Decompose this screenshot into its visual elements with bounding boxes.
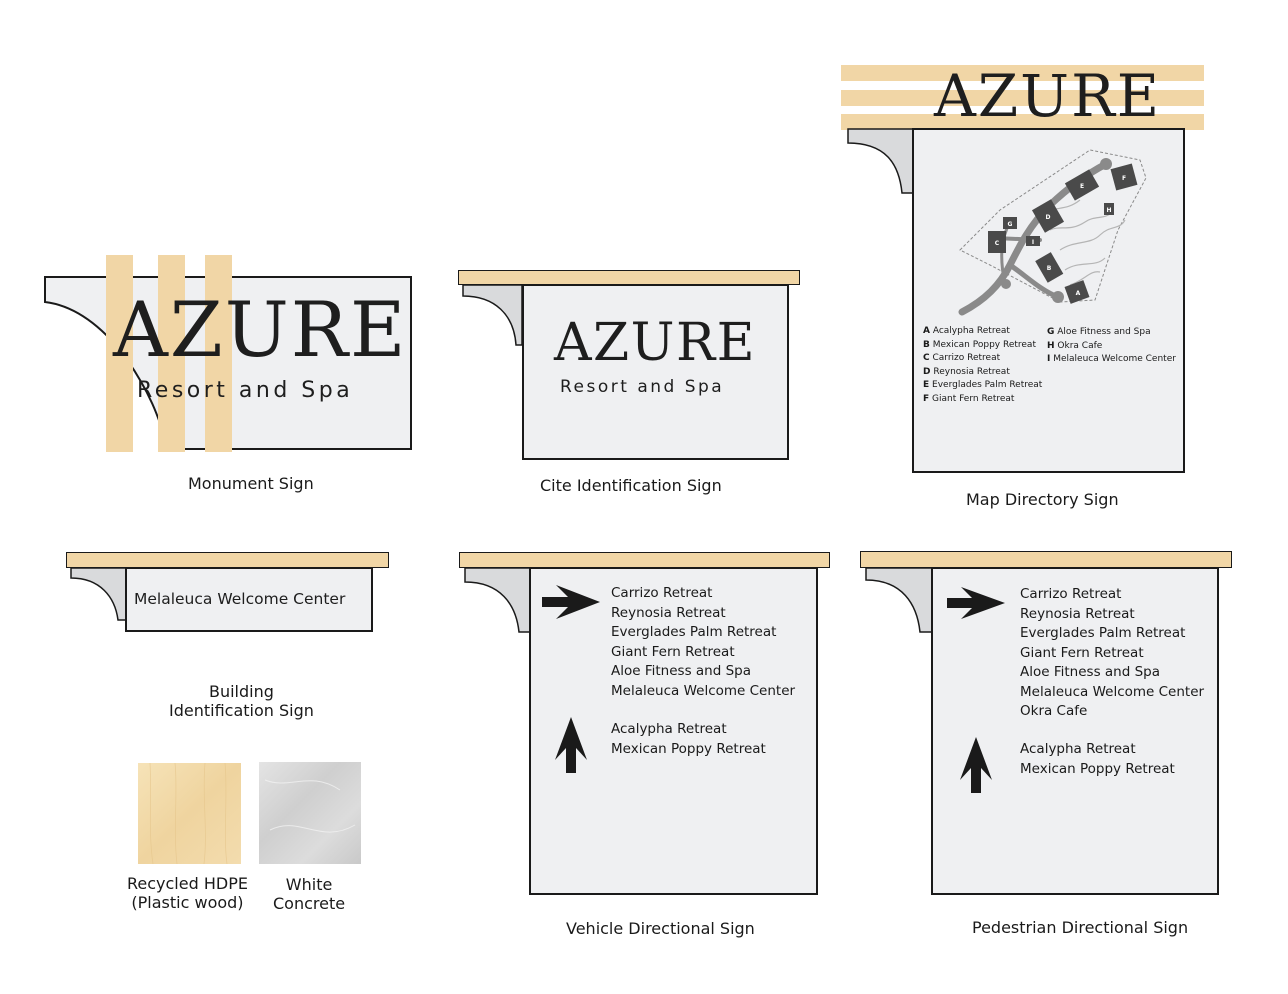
map-letter-i: I	[1032, 239, 1034, 246]
map-wood-slat-2	[841, 90, 1204, 106]
material-concrete-line2: Concrete	[273, 894, 346, 913]
destination-item: Aloe Fitness and Spa	[611, 663, 751, 679]
material-wood-label: Recycled HDPE (Plastic wood)	[127, 874, 248, 912]
destination-item: Okra Cafe	[1020, 703, 1088, 719]
map-wood-slat-3	[841, 114, 1204, 130]
legend-item: F Giant Fern Retreat	[923, 393, 1015, 404]
material-wood-line1: Recycled HDPE	[127, 874, 248, 893]
legend-item: I Melaleuca Welcome Center	[1047, 354, 1176, 365]
legend-item: B Mexican Poppy Retreat	[923, 339, 1036, 350]
pedestrian-caption: Pedestrian Directional Sign	[972, 918, 1189, 937]
cite-panel	[522, 284, 789, 460]
building-panel	[125, 567, 373, 632]
material-concrete-label: White Concrete	[273, 875, 345, 913]
building-caption-line2: Identification Sign	[169, 701, 314, 720]
pedestrian-right-list: Carrizo Retreat Reynosia Retreat Evergla…	[1020, 585, 1204, 722]
monument-wood-post-3	[205, 255, 232, 452]
destination-item: Melaleuca Welcome Center	[611, 682, 796, 699]
map-letter-b: B	[1047, 265, 1052, 272]
map-legend-left: A Acalypha Retreat B Mexican Poppy Retre…	[923, 325, 1042, 407]
legend-item: G Aloe Fitness and Spa	[1047, 327, 1151, 337]
monument-wood-post-2	[158, 255, 185, 452]
destination-item: Reynosia Retreat	[611, 604, 726, 621]
monument-wood-post-1	[106, 255, 133, 452]
map-letter-e: E	[1080, 183, 1084, 190]
cite-caption: Cite Identification Sign	[540, 476, 722, 495]
destination-item: Acalypha Retreat	[611, 721, 727, 737]
vehicle-up-list: Acalypha Retreat Mexican Poppy Retreat	[611, 720, 766, 759]
map-wood-slat-1	[841, 65, 1204, 81]
legend-item: E Everglades Palm Retreat	[923, 380, 1043, 391]
map-letter-g: G	[1008, 221, 1013, 228]
destination-item: Giant Fern Retreat	[611, 643, 735, 660]
cite-logo: AZURE	[554, 313, 757, 373]
destination-item: Mexican Poppy Retreat	[611, 740, 766, 757]
concrete-swatch	[259, 762, 361, 864]
vehicle-right-list: Carrizo Retreat Reynosia Retreat Evergla…	[611, 584, 795, 701]
building-caption: Building Identification Sign	[169, 682, 314, 720]
destination-item: Acalypha Retreat	[1020, 741, 1136, 757]
legend-item: H Okra Cafe	[1047, 340, 1103, 351]
vehicle-panel	[529, 567, 818, 895]
pedestrian-panel	[931, 567, 1219, 895]
material-concrete-line1: White	[285, 875, 333, 894]
legend-item: D Reynosia Retreat	[923, 366, 1010, 377]
map-letter-a: A	[1076, 290, 1081, 297]
destination-item: Everglades Palm Retreat	[1020, 625, 1186, 641]
map-letter-f: F	[1122, 175, 1126, 182]
legend-item: C Carrizo Retreat	[923, 353, 1001, 364]
destination-item: Aloe Fitness and Spa	[1020, 664, 1160, 680]
legend-item: A Acalypha Retreat	[923, 326, 1010, 336]
map-legend-right: G Aloe Fitness and Spa H Okra Cafe I Mel…	[1047, 326, 1176, 367]
building-name: Melaleuca Welcome Center	[134, 590, 346, 608]
map-letter-h: H	[1106, 207, 1111, 214]
map-logo: AZURE	[934, 62, 1162, 130]
cite-tagline: Resort and Spa	[560, 377, 725, 397]
destination-item: Everglades Palm Retreat	[611, 624, 777, 640]
map-letter-d: D	[1046, 214, 1051, 221]
vehicle-caption: Vehicle Directional Sign	[566, 919, 755, 938]
destination-item: Carrizo Retreat	[611, 585, 713, 601]
destination-item: Giant Fern Retreat	[1020, 644, 1144, 661]
map-letter-c: C	[995, 240, 1000, 247]
material-wood-line2: (Plastic wood)	[131, 893, 244, 912]
destination-item: Mexican Poppy Retreat	[1020, 760, 1175, 777]
destination-item: Carrizo Retreat	[1020, 586, 1122, 602]
destination-item: Reynosia Retreat	[1020, 605, 1135, 622]
destination-item: Melaleuca Welcome Center	[1020, 683, 1205, 700]
map-caption: Map Directory Sign	[966, 490, 1119, 509]
pedestrian-up-list: Acalypha Retreat Mexican Poppy Retreat	[1020, 740, 1175, 779]
building-caption-line1: Building	[208, 682, 274, 701]
monument-tagline: Resort and Spa	[137, 378, 354, 403]
map-panel	[912, 128, 1185, 473]
monument-logo: AZURE	[113, 285, 408, 374]
monument-caption: Monument Sign	[188, 474, 314, 493]
